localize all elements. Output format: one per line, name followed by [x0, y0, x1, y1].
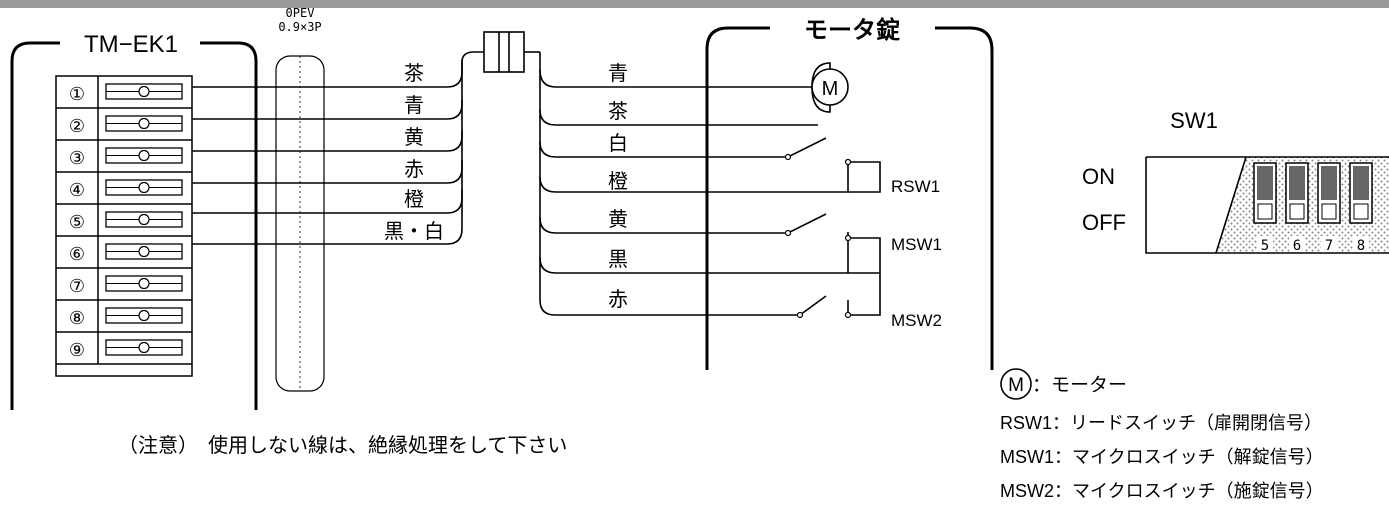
terminal-row: ①	[56, 76, 192, 109]
dip-key-number: 5	[1261, 238, 1269, 254]
lock-wire-label: 黄	[608, 207, 628, 231]
legend-item: MSW1：マイクロスイッチ（解錠信号）	[1000, 447, 1324, 467]
connector	[483, 31, 540, 73]
cable-spec-line2: 0.9×3P	[278, 20, 321, 34]
terminal-number: ⑧	[69, 308, 85, 329]
lock-wire-label: 茶	[608, 99, 628, 123]
legend-motor-desc: ：モーター	[1032, 374, 1127, 396]
terminal-block-title: TM−EK1	[84, 31, 178, 58]
dip-off-label: OFF	[1082, 210, 1126, 235]
terminal-number: ①	[69, 84, 85, 105]
dip-key-number: 6	[1293, 238, 1301, 254]
terminal-row: ⑤	[56, 204, 192, 237]
cable-color-label: 茶	[404, 61, 424, 85]
switch-contacts	[784, 153, 881, 319]
terminal-row: ④	[56, 172, 192, 205]
motor-lock-title: モータ錠	[804, 16, 900, 44]
right-wires	[539, 52, 849, 316]
lock-wire-label: 青	[608, 61, 628, 85]
switch-label: MSW2	[891, 311, 942, 330]
cable-color-label: 黒・白	[384, 219, 444, 243]
cable-spec-line1: 0PEV	[286, 6, 315, 20]
terminal-row: ②	[56, 108, 192, 141]
dip-switch-title: SW1	[1170, 108, 1218, 133]
cable-color-label: 青	[404, 93, 424, 117]
motor-lock-bracket	[705, 26, 994, 370]
terminal-block: ① ② ③ ④ ⑤ ⑥ ⑦ ⑧ ⑨	[55, 75, 193, 377]
terminal-number: ②	[69, 116, 85, 137]
top-bar	[0, 0, 1389, 8]
lock-wire-label: 赤	[608, 287, 628, 311]
dip-key-number: 7	[1325, 238, 1333, 254]
left-wires	[192, 51, 484, 245]
terminal-row: ⑦	[56, 268, 192, 301]
dip-key: 7	[1317, 162, 1341, 254]
dip-key-number: 8	[1357, 238, 1365, 254]
terminal-block-bracket	[10, 41, 258, 410]
lock-wire-label: 橙	[608, 169, 628, 193]
motor-symbol: M	[822, 78, 839, 100]
dip-key: 6	[1285, 162, 1309, 254]
terminal-row: ③	[56, 140, 192, 173]
switch-label: RSW1	[891, 177, 940, 196]
cable-sheath	[275, 55, 325, 392]
legend-motor-symbol: M	[1008, 375, 1024, 396]
terminal-number: ⑨	[69, 340, 85, 361]
legend-item: RSW1：リードスイッチ（扉開閉信号）	[1000, 413, 1322, 433]
dip-key: 5	[1253, 162, 1277, 254]
cable-color-label: 赤	[404, 157, 424, 181]
terminal-row: ⑧	[56, 300, 192, 333]
cable-color-label: 黄	[404, 125, 424, 149]
caution-note: （注意） 使用しない線は、絶縁処理をして下さい	[118, 434, 567, 457]
lock-wire-label: 黒	[608, 247, 628, 271]
terminal-number: ⑥	[69, 244, 85, 265]
terminal-number: ④	[69, 180, 85, 201]
terminal-row: ⑨	[56, 332, 192, 365]
switch-label: MSW1	[891, 235, 942, 254]
motor	[811, 62, 849, 113]
dip-switch: 5 6 7 8	[1145, 156, 1389, 254]
legend	[1000, 368, 1032, 400]
cable-color-label: 橙	[404, 187, 424, 211]
legend-item: MSW2：マイクロスイッチ（施錠信号）	[1000, 481, 1324, 501]
dip-key: 8	[1349, 162, 1373, 254]
terminal-row: ⑥	[56, 236, 192, 269]
lock-wire-label: 白	[608, 131, 628, 155]
terminal-number: ③	[69, 148, 85, 169]
terminal-number: ⑤	[69, 212, 85, 233]
dip-on-label: ON	[1082, 164, 1115, 189]
terminal-number: ⑦	[69, 276, 85, 297]
